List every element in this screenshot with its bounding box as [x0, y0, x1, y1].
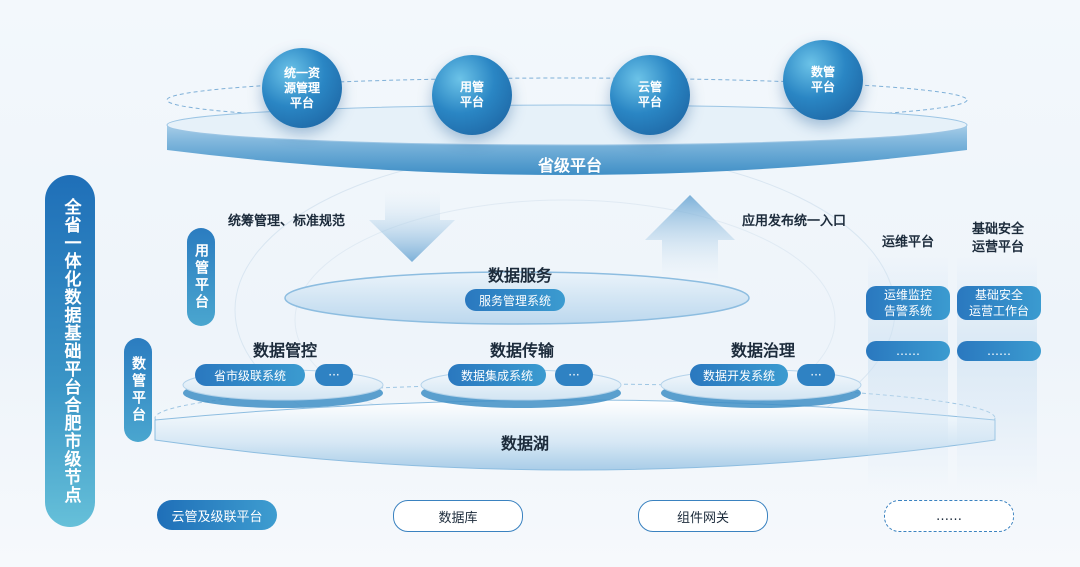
data-lake-title: 数据湖	[500, 434, 549, 453]
bottom-database[interactable]: 数据库	[393, 500, 523, 532]
top-node-yunguan-l2: 平台	[637, 95, 662, 109]
data-transfer-system[interactable]: 数据集成系统	[448, 364, 546, 386]
side-pill-shuguan: 数管平台	[124, 338, 152, 442]
data-transfer-more[interactable]: ···	[555, 364, 593, 386]
top-node-shuguan-l1: 数管	[810, 65, 835, 79]
security-item-line2: 运营工作台	[968, 304, 1029, 318]
top-node-yunguan-l1: 云管	[637, 80, 662, 94]
bottom-cloud-platform[interactable]: 云管及级联平台	[157, 500, 277, 530]
top-node-yongguan-l1: 用管	[459, 80, 484, 94]
provincial-platform-label: 省级平台	[537, 156, 602, 175]
arrow-up-label: 应用发布统一入口	[742, 214, 847, 229]
ops-platform-more[interactable]: ……	[866, 341, 950, 361]
arrow-down-label: 统筹管理、标准规范	[228, 214, 346, 229]
top-node-yongguan-l2: 平台	[459, 95, 484, 109]
security-item-line1: 基础安全	[974, 288, 1023, 302]
data-service-title: 数据服务	[487, 266, 552, 285]
data-governance-more[interactable]: ···	[797, 364, 835, 386]
data-governance-title: 数据治理	[730, 341, 795, 360]
data-service-system[interactable]: 服务管理系统	[465, 289, 565, 311]
left-title-bar: 全省一体化数据基础平台合肥市级节点	[45, 175, 95, 527]
bottom-component-gateway[interactable]: 组件网关	[638, 500, 768, 532]
top-node-resource-l3: 平台	[289, 95, 314, 110]
top-node-shuguan: 数管 平台	[783, 40, 863, 120]
ops-item-line2: 告警系统	[883, 304, 932, 318]
side-pill-yongguan-text: 用管平台	[193, 243, 209, 311]
ops-item-line1: 运维监控	[883, 288, 932, 302]
top-node-yunguan: 云管 平台	[610, 55, 690, 135]
top-node-resource-l1: 统一资	[283, 65, 320, 80]
top-node-resource-l2: 源管理	[283, 80, 320, 95]
left-title-text: 全省一体化数据基础平台合肥市级节点	[60, 198, 81, 504]
data-transfer-title: 数据传输	[489, 341, 554, 360]
ops-platform-item[interactable]: 运维监控 告警系统	[866, 286, 950, 320]
data-control-system[interactable]: 省市级联系统	[195, 364, 305, 386]
top-node-resource: 统一资 源管理 平台	[262, 48, 342, 128]
ops-platform-title: 运维平台	[881, 234, 934, 250]
side-pill-yongguan: 用管平台	[187, 228, 215, 326]
top-node-yongguan: 用管 平台	[432, 55, 512, 135]
top-node-shuguan-l2: 平台	[810, 80, 835, 94]
bottom-more[interactable]: ……	[884, 500, 1014, 532]
data-governance-system[interactable]: 数据开发系统	[690, 364, 788, 386]
security-title-l2: 运营平台	[971, 240, 1024, 255]
security-title-l1: 基础安全	[971, 222, 1024, 237]
data-control-title: 数据管控	[252, 341, 317, 360]
data-control-more[interactable]: ···	[315, 364, 353, 386]
security-platform-more[interactable]: ……	[957, 341, 1041, 361]
side-pill-shuguan-text: 数管平台	[130, 356, 146, 424]
security-platform-item[interactable]: 基础安全 运营工作台	[957, 286, 1041, 320]
security-platform-title: 基础安全 运营平台	[955, 220, 1041, 258]
